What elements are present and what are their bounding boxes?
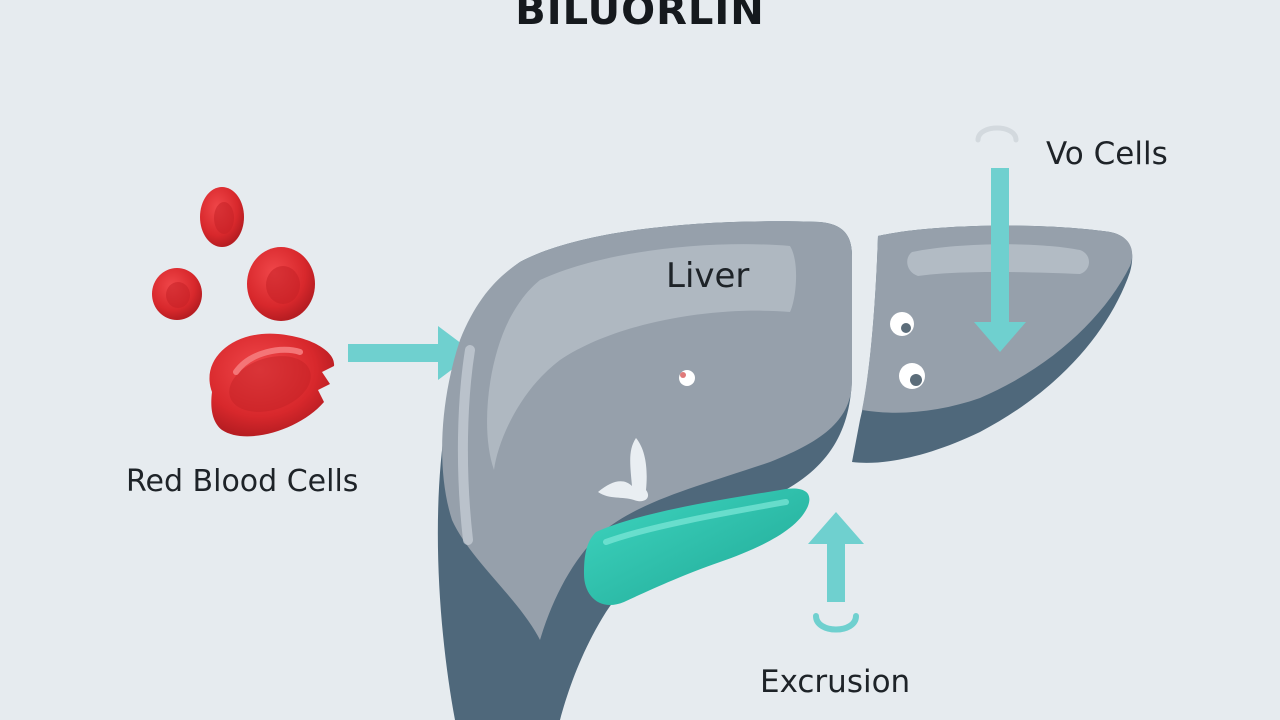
- bile-duct-mark: [598, 438, 649, 502]
- red-blood-cell: [200, 187, 244, 247]
- liver: [437, 221, 1133, 720]
- liver-spot: [679, 370, 695, 386]
- cell-particle: [899, 363, 925, 389]
- label-excrusion: Excrusion: [760, 664, 911, 700]
- red-blood-cells-group: [152, 187, 335, 437]
- down-arrow: [974, 125, 1026, 352]
- label-liver: Liver: [666, 256, 750, 296]
- label-vo-cells: Vo Cells: [1046, 136, 1168, 172]
- cell-particle: [890, 312, 914, 336]
- up-arrow: [808, 512, 864, 633]
- red-blood-cell: [152, 268, 202, 320]
- label-red-blood-cells: Red Blood Cells: [126, 464, 359, 499]
- diagram-title: BILUORLIN: [515, 0, 765, 34]
- gallbladder: [584, 488, 810, 606]
- red-blood-cell: [247, 247, 315, 321]
- ruptured-red-blood-cell: [209, 333, 335, 437]
